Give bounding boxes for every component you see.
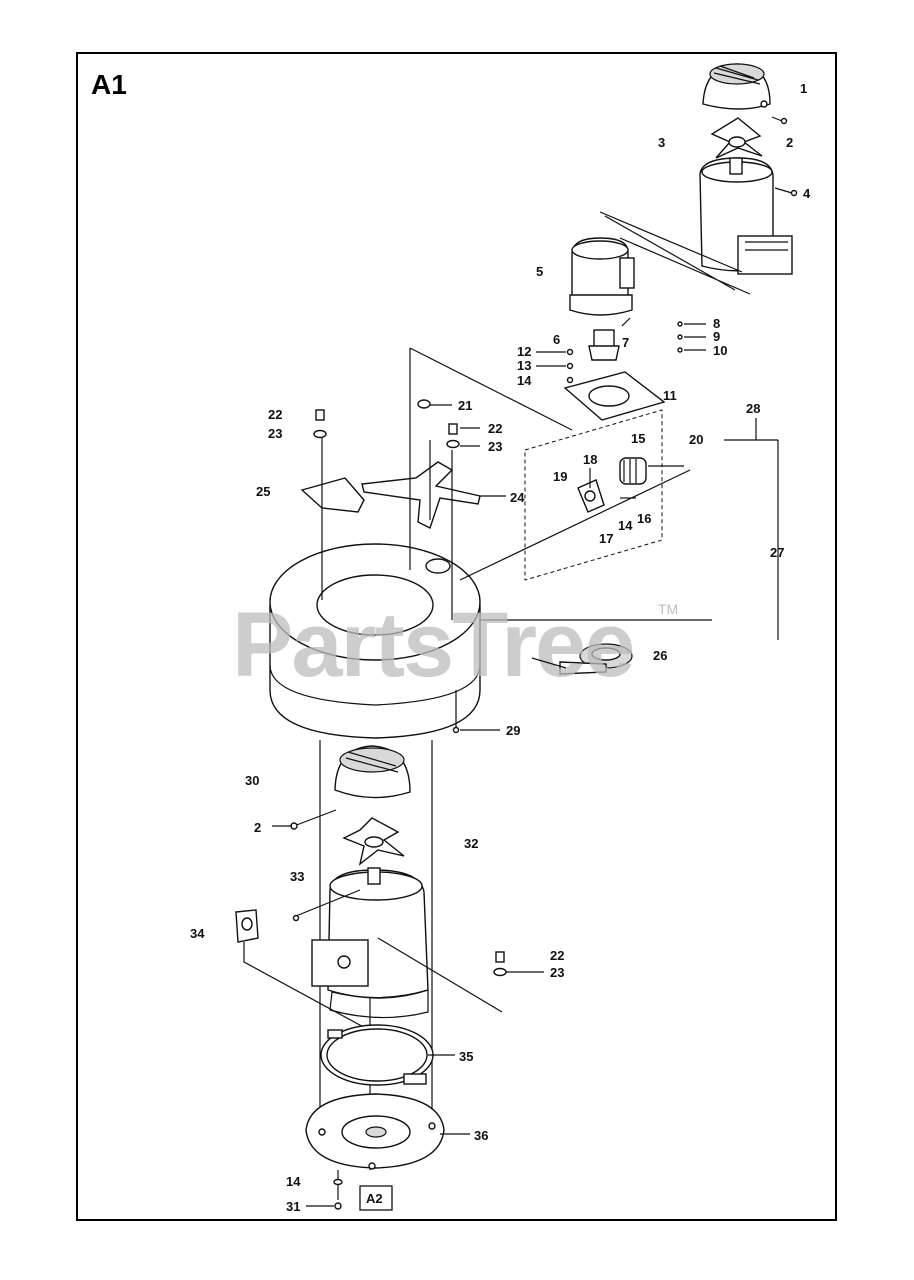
callout-6: 6	[553, 332, 560, 347]
cable-26	[559, 643, 633, 675]
upper-motor	[599, 157, 798, 295]
callout-14-mid: 14	[618, 518, 633, 533]
callout-28: 28	[746, 401, 760, 416]
gasket-ring-35	[320, 1024, 434, 1086]
upper-motor-cover	[702, 63, 788, 125]
callout-labels: 1 2 3 4 5 6 7 8 9 10 11 12 13 14 15 16 1…	[190, 81, 811, 1214]
callout-13: 13	[517, 358, 531, 373]
callout-14-lower: 14	[286, 1174, 301, 1189]
callout-9: 9	[713, 329, 720, 344]
callout-24: 24	[510, 490, 525, 505]
callout-3: 3	[658, 135, 665, 150]
small-hardware	[566, 321, 683, 384]
bracket-24	[361, 440, 481, 529]
callout-2-lower: 2	[254, 820, 261, 835]
callout-14-upper: 14	[517, 373, 532, 388]
ref-box-label: A2	[366, 1191, 383, 1206]
screws-lower	[333, 951, 507, 1210]
callout-17: 17	[599, 531, 613, 546]
screws-22-23	[313, 409, 460, 449]
callout-22-mid: 22	[488, 421, 502, 436]
diagram-title: A1	[91, 69, 127, 100]
callout-31: 31	[286, 1199, 300, 1214]
leader-lines	[321, 347, 779, 640]
callout-22-left: 22	[268, 407, 282, 422]
bracket-34	[235, 909, 381, 1037]
module-box	[524, 409, 663, 581]
plate-25	[300, 477, 365, 513]
callout-34: 34	[190, 926, 205, 941]
callout-16: 16	[637, 511, 651, 526]
base-plate-36	[305, 1093, 445, 1170]
callout-29: 29	[506, 723, 520, 738]
callout-36: 36	[474, 1128, 488, 1143]
callout-33: 33	[290, 869, 304, 884]
callout-7: 7	[622, 335, 629, 350]
callout-19: 19	[553, 469, 567, 484]
callout-35: 35	[459, 1049, 473, 1064]
callout-1: 1	[800, 81, 807, 96]
bracket-18	[577, 479, 605, 513]
callout-4: 4	[803, 186, 811, 201]
callout-25: 25	[256, 484, 270, 499]
lower-motor	[292, 867, 503, 1019]
callout-8: 8	[713, 316, 720, 331]
callout-11: 11	[663, 388, 677, 403]
callout-23-lower: 23	[550, 965, 564, 980]
plate-11	[563, 371, 666, 421]
lower-fan	[342, 817, 405, 866]
callout-12: 12	[517, 344, 531, 359]
callout-27: 27	[770, 545, 784, 560]
connector-15	[619, 457, 647, 485]
watermark: PartsTree	[232, 594, 633, 696]
callout-15: 15	[631, 431, 645, 446]
callout-23-mid: 23	[488, 439, 502, 454]
callout-10: 10	[713, 343, 727, 358]
callout-32: 32	[464, 836, 478, 851]
callout-18: 18	[583, 452, 597, 467]
callout-21: 21	[458, 398, 472, 413]
screw-21	[417, 399, 431, 409]
callout-22-lower: 22	[550, 948, 564, 963]
gear-7	[588, 317, 631, 361]
upper-fan	[710, 117, 763, 159]
callout-leaders	[272, 323, 706, 1207]
callout-23-left: 23	[268, 426, 282, 441]
callout-20: 20	[689, 432, 703, 447]
motor-5	[569, 237, 635, 316]
callout-2-upper: 2	[786, 135, 793, 150]
callout-30: 30	[245, 773, 259, 788]
bolt-29	[452, 690, 460, 734]
watermark-trademark: TM	[658, 601, 678, 617]
callout-26: 26	[653, 648, 667, 663]
callout-5: 5	[536, 264, 543, 279]
lower-motor-cover	[290, 745, 411, 830]
ref-box-a2	[359, 1185, 393, 1211]
